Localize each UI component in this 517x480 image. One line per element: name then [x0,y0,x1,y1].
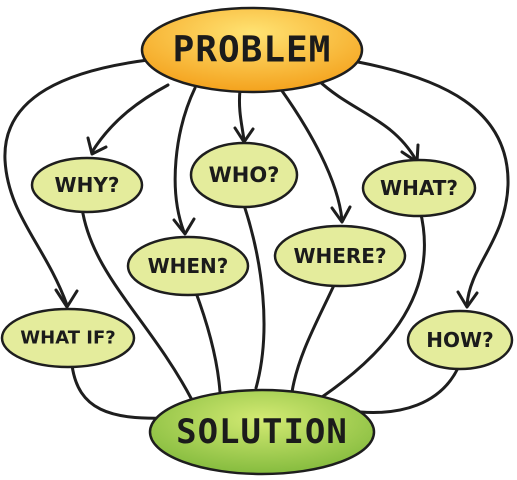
edge-how-solution [358,366,460,414]
when-label: WHEN? [148,254,229,278]
problem-node: PROBLEM [140,6,364,94]
edges-problem-to-questions [3,58,510,309]
arrowhead-when [172,217,196,236]
how-node: HOW? [406,309,514,371]
edge-problem-whatif [3,58,150,307]
whatif-oval [0,307,136,369]
where-oval [273,224,407,288]
when-node: WHEN? [126,235,250,297]
edge-what-solution [320,208,426,399]
what-node: WHAT? [361,158,477,218]
where-label: WHERE? [293,244,386,268]
whatif-label: WHAT IF? [20,328,115,349]
who-node: WHO? [189,141,299,209]
solution-oval [148,388,376,476]
edge-problem-what [316,78,418,162]
edge-who-solution [242,203,266,390]
edge-problem-who [238,88,246,142]
when-oval [126,235,250,297]
arrowhead-why [86,136,108,156]
arrowhead-how [456,290,479,309]
solution-node: SOLUTION [148,388,376,476]
whatif-node: WHAT IF? [0,307,136,369]
who-label: WHO? [209,163,280,187]
where-node: WHERE? [273,224,407,288]
why-oval [30,156,144,214]
who-oval [189,141,299,209]
edge-problem-where [278,86,344,222]
how-label: HOW? [426,328,493,352]
why-label: WHY? [55,173,120,197]
what-label: WHAT? [380,176,458,200]
what-oval [361,158,477,218]
arrowhead-whatif [54,288,79,309]
edge-problem-when [173,86,197,234]
solution-label: SOLUTION [176,412,348,452]
edge-whatif-solution [70,363,170,420]
problem-label: PROBLEM [173,30,332,71]
edge-when-solution [193,288,222,394]
edge-why-solution [80,206,194,402]
edge-problem-why [90,83,170,154]
problem-oval [140,6,364,94]
arrowhead-where [330,205,352,224]
edge-where-solution [290,281,337,394]
how-oval [406,309,514,371]
edge-problem-how [356,60,510,307]
why-node: WHY? [30,156,144,214]
edges-questions-to-solution [70,203,460,420]
